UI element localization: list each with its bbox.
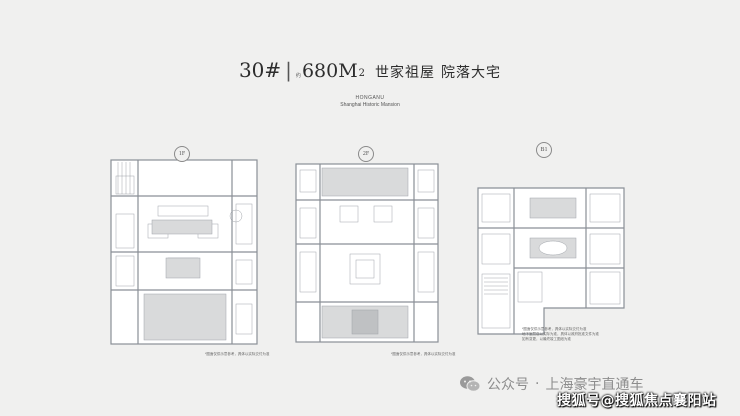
building-number: 30# [238,58,282,82]
wechat-icon [460,376,481,392]
project-name: HONGANU [355,95,385,101]
title-name-b: 院落大宅 [441,65,502,81]
page-title: 30# | 约 680M 2 世家祖屋 院落大宅 [0,58,740,82]
watermark-account: 上海豪宇直通车 [545,377,644,393]
project-subtitle: Shanghai Historic Mansion [340,102,400,108]
floor-badge-1f: 1F [174,146,190,162]
watermark-platform: 公众号 [487,377,529,393]
plan-note-b1: *图面仅供示意参考，具体以实际交付为准 地下室层高以实际为准，具体以政府批准文件… [522,327,599,341]
floor-plan-1f [110,159,258,345]
watermark-dot: · [535,376,540,392]
plan-note-2f: *图面仅供示意参考，具体以实际交付为准 [391,352,456,356]
title-separator: | [285,58,292,82]
sohu-site-watermark: 搜狐号@搜狐焦点襄阳站 [557,393,717,409]
area-unit-superscript: 2 [358,68,366,79]
floor-badge-2f: 2F [358,146,374,162]
floor-plan-b1 [477,187,625,335]
floor-badge-b1: B1 [536,142,552,158]
area-prefix: 约 [295,73,301,79]
title-name-a: 世家祖屋 [375,65,436,81]
area-value: 680M [301,60,358,82]
plan-note-1f: *图面仅供示意参考，具体以实际交付为准 [205,352,270,356]
floor-plan-2f [295,163,439,343]
wechat-account-watermark: 公众号 · 上海豪宇直通车 [459,374,643,394]
